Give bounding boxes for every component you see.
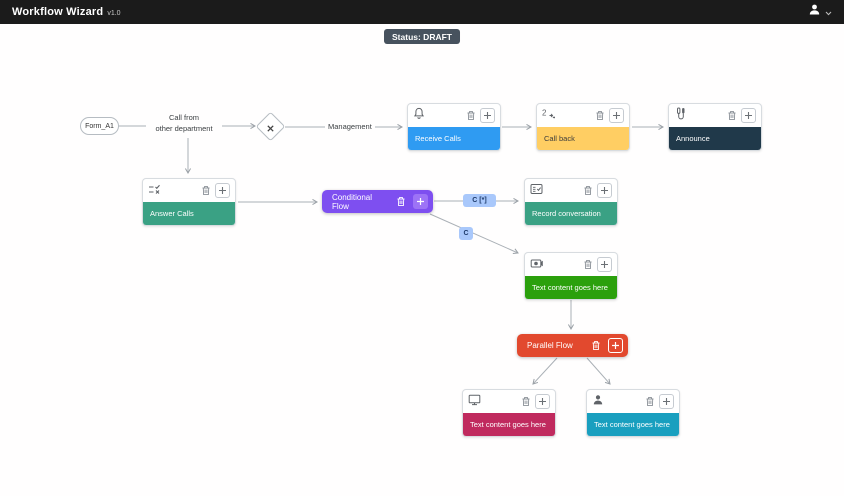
- node-card-header: [669, 104, 761, 127]
- condition-badge-all: C [*]: [463, 194, 496, 207]
- x-icon: [265, 121, 276, 139]
- delete-button[interactable]: [521, 396, 531, 407]
- delete-button[interactable]: [396, 196, 406, 207]
- user-menu[interactable]: [808, 3, 832, 21]
- call-from-label: Call from other department: [146, 113, 222, 135]
- node-card-label: Record conversation: [525, 202, 617, 225]
- node-card-label: Text content goes here: [587, 413, 679, 436]
- node-card-label: Receive Calls: [408, 127, 500, 150]
- node-card-header: [525, 179, 617, 202]
- node-card-desktop-content[interactable]: Text content goes here: [462, 389, 556, 437]
- node-card-header: 2: [537, 104, 629, 127]
- call-from-line2: other department: [155, 123, 213, 133]
- node-card-label: Call back: [537, 127, 629, 150]
- delete-button[interactable]: [583, 259, 593, 270]
- delete-button[interactable]: [201, 185, 211, 196]
- node-card-label: Answer Calls: [143, 202, 235, 225]
- user-icon: [808, 3, 821, 21]
- node-card-receive-calls[interactable]: Receive Calls: [407, 103, 501, 151]
- node-card-video-content[interactable]: Text content goes here: [524, 252, 618, 300]
- delete-button[interactable]: [591, 340, 601, 351]
- headset-icon: [674, 106, 687, 125]
- node-card-header: [587, 390, 679, 413]
- node-card-announce[interactable]: Announce: [668, 103, 762, 151]
- add-branch-button[interactable]: [413, 194, 428, 209]
- add-step-button[interactable]: [480, 108, 495, 123]
- person-icon: [592, 393, 604, 411]
- condition-badge-single: C: [459, 227, 473, 240]
- parallel-flow-pill[interactable]: Parallel Flow: [517, 334, 628, 357]
- delete-button[interactable]: [583, 185, 593, 196]
- add-step-button[interactable]: [597, 183, 612, 198]
- node-card-record-conversation[interactable]: Record conversation: [524, 178, 618, 226]
- camera-icon: [530, 256, 544, 274]
- parallel-flow-label: Parallel Flow: [527, 341, 573, 350]
- call-from-line1: Call from: [168, 113, 199, 122]
- plus-icon: [417, 198, 424, 205]
- fact-check-icon: [530, 182, 543, 200]
- conditional-flow-label: Conditional Flow: [332, 192, 373, 211]
- add-step-button[interactable]: [609, 108, 624, 123]
- management-label: Management: [325, 122, 375, 131]
- delete-button[interactable]: [645, 396, 655, 407]
- status-badge: Status: DRAFT: [384, 29, 460, 44]
- header-bar: Workflow Wizard v1.0: [0, 0, 844, 24]
- node-card-label: Text content goes here: [525, 276, 617, 299]
- conditional-flow-pill[interactable]: Conditional Flow: [322, 190, 433, 213]
- node-card-header: [525, 253, 617, 276]
- phone-callback-icon: 2: [542, 107, 556, 125]
- bell-icon: [413, 107, 425, 125]
- delete-button[interactable]: [466, 110, 476, 121]
- node-card-header: [463, 390, 555, 413]
- app-title: Workflow Wizard: [12, 6, 104, 18]
- plus-icon: [612, 342, 619, 349]
- desktop-icon: [468, 393, 481, 411]
- add-step-button[interactable]: [741, 108, 756, 123]
- add-branch-button[interactable]: [608, 338, 623, 353]
- add-step-button[interactable]: [215, 183, 230, 198]
- chevron-down-icon: [825, 3, 832, 21]
- add-step-button[interactable]: [535, 394, 550, 409]
- rule-icon: [148, 182, 161, 200]
- svg-text:2: 2: [542, 108, 547, 117]
- node-card-label: Text content goes here: [463, 413, 555, 436]
- node-card-person-content[interactable]: Text content goes here: [586, 389, 680, 437]
- node-card-label: Announce: [669, 127, 761, 150]
- delete-button[interactable]: [595, 110, 605, 121]
- node-card-header: [408, 104, 500, 127]
- app-version: v1.0: [107, 9, 121, 17]
- node-card-answer-calls[interactable]: Answer Calls: [142, 178, 236, 226]
- node-card-header: [143, 179, 235, 202]
- start-node[interactable]: Form_A1: [80, 117, 119, 135]
- delete-button[interactable]: [727, 110, 737, 121]
- add-step-button[interactable]: [597, 257, 612, 272]
- add-step-button[interactable]: [659, 394, 674, 409]
